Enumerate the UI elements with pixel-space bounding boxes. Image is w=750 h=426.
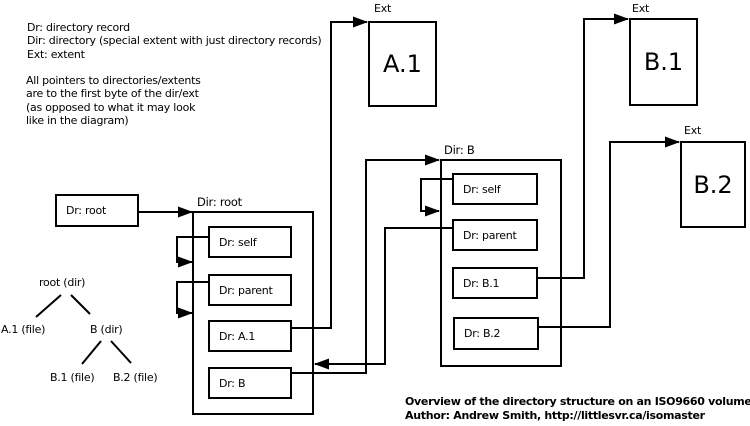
extent-box-b2: B.2: [680, 141, 746, 228]
tree-root-label: root (dir): [39, 276, 86, 289]
extent-b1-label: B.1: [643, 48, 684, 76]
arrow-drb-to-dirb: [292, 154, 440, 374]
record-root-a1: Dr: A.1: [208, 320, 292, 352]
footer-author: Author: Andrew Smith, http://littlesvr.c…: [405, 408, 705, 422]
record-b-b2-label: Dr: B.2: [464, 327, 501, 340]
record-root-b: Dr: B: [208, 367, 292, 399]
footer-title: Overview of the directory structure on a…: [405, 395, 750, 408]
legend-line-ext: Ext: extent: [27, 47, 85, 61]
record-dr-root: Dr: root: [55, 194, 139, 227]
tree-edge-b-b1: [81, 340, 102, 365]
record-b-self-label: Dr: self: [463, 182, 501, 196]
tree-edge-root-a1: [35, 294, 62, 318]
record-b-parent: Dr: parent: [452, 219, 538, 251]
legend-note-line: (as opposed to what it may look: [26, 100, 196, 114]
legend-line-dr: Dr: directory record: [27, 21, 130, 34]
legend-definitions: Dr: directory record Dir: directory (spe…: [27, 21, 322, 61]
tree-b2-label: B.2 (file): [113, 371, 158, 384]
record-root-a1-label: Dr: A.1: [219, 329, 256, 343]
tree-edge-b-b2: [110, 340, 132, 364]
legend-note-line: like in the diagram): [26, 114, 129, 128]
legend-note-line: All pointers to directories/extents: [26, 74, 201, 87]
record-root-parent-label: Dr: parent: [219, 283, 273, 297]
arrow-b-parent-to-dirroot: [314, 227, 452, 370]
ext-label-b2: Ext: [684, 124, 702, 137]
dir-b-title: Dir: B: [444, 143, 475, 157]
record-root-self: Dr: self: [208, 226, 292, 258]
record-root-parent: Dr: parent: [208, 274, 292, 306]
ext-label-a1: Ext: [374, 2, 392, 15]
ext-label-b1: Ext: [632, 2, 650, 15]
legend-note: All pointers to directories/extents are …: [26, 74, 201, 128]
record-b-parent-label: Dr: parent: [463, 228, 517, 242]
record-b-b1-label: Dr: B.1: [463, 276, 500, 290]
extent-a1-label: A.1: [383, 50, 422, 78]
extent-box-a1: A.1: [368, 21, 437, 107]
tree-b-label: B (dir): [90, 323, 123, 336]
legend-line-dir: Dir: directory (special extent with just…: [27, 34, 322, 48]
tree-a1-label: A.1 (file): [1, 323, 46, 336]
tree-b1-label: B.1 (file): [50, 371, 95, 384]
record-b-self: Dr: self: [452, 173, 538, 205]
tree-edge-root-b: [70, 294, 91, 315]
dir-root-title: Dir: root: [197, 195, 242, 209]
record-root-b-label: Dr: B: [219, 376, 246, 390]
extent-b2-label: B.2: [693, 170, 733, 199]
record-b-b2: Dr: B.2: [453, 317, 539, 350]
record-dr-root-label: Dr: root: [66, 204, 107, 217]
footer-caption: Overview of the directory structure on a…: [405, 395, 750, 422]
record-root-self-label: Dr: self: [219, 235, 257, 249]
extent-box-b1: B.1: [629, 18, 698, 106]
legend-note-line: are to the first byte of the dir/ext: [26, 87, 199, 101]
record-b-b1: Dr: B.1: [452, 267, 538, 299]
